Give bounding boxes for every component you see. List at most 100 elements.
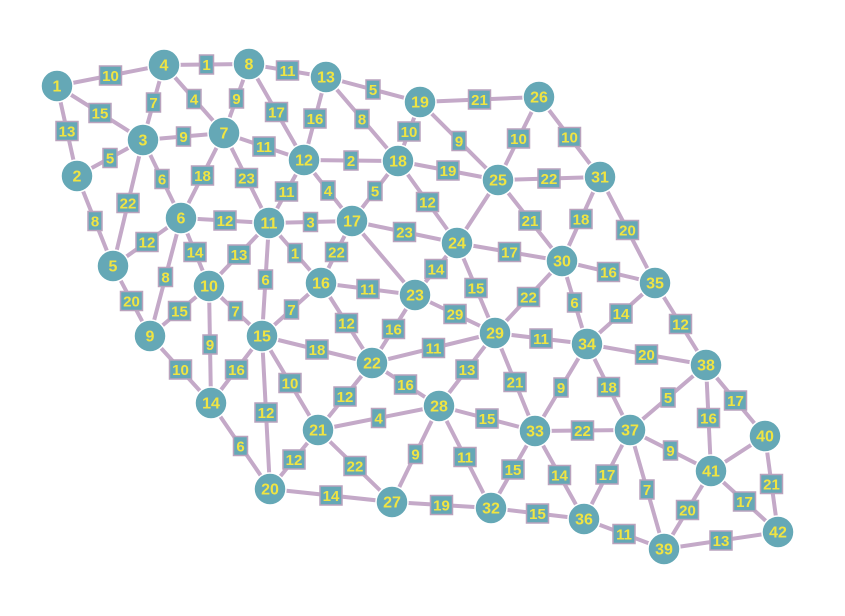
- edge-weight-39-42: 13: [709, 530, 733, 551]
- node-label: 4: [160, 58, 169, 75]
- edge-weight-label: 17: [727, 393, 744, 410]
- node-circle: [748, 419, 782, 453]
- edge-weight-label: 6: [261, 272, 269, 289]
- node-label: 42: [769, 525, 787, 542]
- node-circle: [613, 413, 647, 447]
- edge-weight-21-20: 12: [282, 449, 306, 470]
- edge-weight-box: [227, 300, 244, 322]
- node-35: 35: [638, 266, 672, 300]
- edge-weight-19-25: 9: [451, 130, 467, 152]
- edge-weight-box: [367, 180, 383, 202]
- node-circle: [192, 269, 226, 303]
- edge-weight-label: 16: [228, 362, 245, 379]
- edge-weight-label: 10: [102, 68, 119, 85]
- node-label: 37: [621, 423, 639, 440]
- edge-weight-box: [283, 299, 300, 320]
- edge-weight-11-16: 1: [287, 242, 303, 264]
- node-label: 15: [253, 329, 271, 346]
- edge-weight-label: 17: [599, 467, 616, 484]
- node-label: 18: [389, 154, 407, 171]
- edge-weight-29-22: 11: [421, 337, 446, 359]
- node-2: 2: [60, 159, 94, 193]
- edge-weight-label: 6: [570, 295, 578, 312]
- edge-weight-label: 16: [700, 411, 717, 428]
- edge-weight-11-17: 3: [302, 211, 319, 233]
- edge-weight-6-10: 14: [183, 241, 207, 263]
- edge-weight-22-21: 12: [333, 386, 357, 407]
- node-circle: [761, 515, 795, 549]
- edge-weight-box: [732, 491, 757, 512]
- node-30: 30: [545, 244, 579, 278]
- edge-weight-box: [202, 334, 218, 355]
- edge-weight-box: [595, 464, 619, 485]
- edge-weight-label: 11: [279, 184, 295, 201]
- edge-weight-18-24: 12: [415, 191, 440, 213]
- node-38: 38: [689, 348, 723, 382]
- node-12: 12: [287, 143, 321, 177]
- edge-weight-box: [612, 523, 636, 545]
- edge-weight-40-42: 21: [759, 473, 784, 495]
- edge-weight-label: 5: [106, 151, 114, 168]
- node-circle: [207, 116, 241, 150]
- node-label: 38: [697, 358, 715, 375]
- edge-weight-31-35: 20: [615, 219, 640, 241]
- node-14: 14: [194, 386, 228, 420]
- edge-weight-label: 23: [238, 171, 255, 188]
- edge-weight-22-28: 16: [393, 374, 418, 395]
- edge-weight-label: 12: [672, 317, 689, 334]
- edge-weight-label: 15: [171, 304, 188, 321]
- edge-weight-box: [343, 150, 359, 171]
- edge-weight-box: [696, 407, 721, 429]
- edge-weight-29-33: 21: [503, 371, 527, 393]
- edge-weight-label: 12: [337, 389, 354, 406]
- edge-weight-32-36: 15: [525, 503, 550, 524]
- node-circle: [422, 389, 456, 423]
- node-label: 24: [448, 236, 466, 253]
- edge-weight-box: [443, 303, 467, 325]
- node-label: 8: [245, 57, 254, 74]
- edge-weight-label: 7: [643, 482, 651, 499]
- node-circle: [126, 123, 160, 157]
- node-label: 40: [756, 429, 774, 446]
- edge-weight-box: [516, 286, 541, 308]
- edge-weight-9-14: 10: [168, 359, 193, 380]
- edge-weight-15-22: 18: [305, 339, 329, 360]
- edge-weight-box: [407, 443, 424, 465]
- edge-weight-label: 9: [232, 91, 240, 108]
- node-circle: [518, 414, 552, 448]
- node-label: 28: [430, 399, 448, 416]
- node-circle: [478, 316, 512, 350]
- node-25: 25: [481, 163, 515, 197]
- node-33: 33: [518, 414, 552, 448]
- edge-weight-box: [525, 503, 550, 524]
- edge-weight-label: 17: [268, 105, 285, 122]
- edge-weight-label: 4: [190, 92, 199, 109]
- edge-weight-box: [365, 79, 381, 100]
- node-23: 23: [398, 278, 432, 312]
- edge-weight-box: [275, 60, 300, 81]
- edge-weight-box: [421, 337, 446, 359]
- node-label: 9: [146, 329, 155, 346]
- edge-weight-6-5: 12: [135, 231, 159, 253]
- edge-weight-38-41: 16: [696, 407, 721, 429]
- edge-weight-label: 11: [533, 331, 549, 348]
- edge-weight-box: [609, 303, 633, 324]
- edge-weight-41-39: 20: [675, 499, 700, 521]
- edge-weight-16-22: 12: [334, 312, 359, 334]
- edge-weight-box: [415, 191, 440, 213]
- edge-weight-label: 19: [433, 498, 450, 515]
- node-label: 10: [200, 279, 218, 296]
- node-circle: [245, 319, 279, 353]
- node-6: 6: [164, 201, 198, 235]
- edge-weight-label: 13: [231, 247, 248, 264]
- edge-weight-label: 9: [455, 134, 463, 151]
- edge-weight-1-4: 10: [98, 65, 123, 86]
- edge-weight-16-23: 11: [356, 278, 380, 300]
- edge-weight-3-5: 22: [116, 192, 140, 214]
- edge-weight-34-33: 9: [553, 377, 569, 398]
- node-1: 1: [40, 69, 74, 103]
- edge-weight-4-8: 1: [198, 54, 215, 75]
- edge-weight-box: [324, 241, 349, 263]
- edge-weight-label: 7: [231, 304, 239, 321]
